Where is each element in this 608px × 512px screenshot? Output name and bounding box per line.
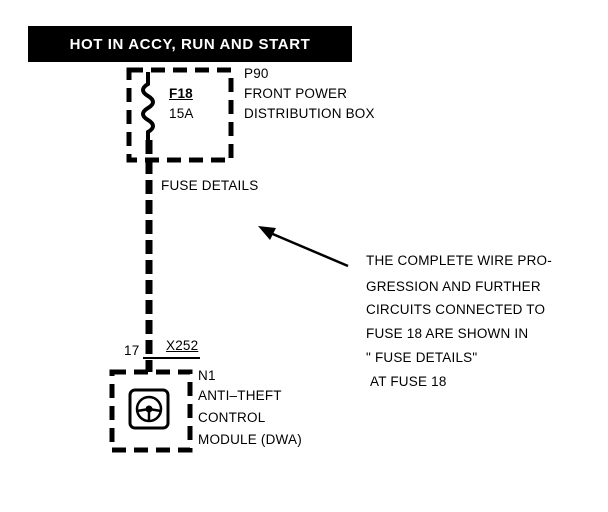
module-name-line2: CONTROL — [198, 410, 266, 425]
module-name-line1: ANTI–THEFT — [198, 388, 282, 403]
fuse-rating: 15A — [169, 106, 194, 121]
note-line: THE COMPLETE WIRE PRO- — [366, 253, 552, 268]
steering-wheel-icon — [128, 388, 170, 430]
module-outline — [109, 369, 193, 453]
power-state-banner: HOT IN ACCY, RUN AND START — [28, 26, 352, 62]
fuse-box-id: P90 — [244, 66, 269, 81]
module-name-line3: MODULE (DWA) — [198, 432, 302, 447]
fuse-box-name-line1: FRONT POWER — [244, 86, 348, 101]
note-line: GRESSION AND FURTHER — [366, 279, 541, 294]
note-line: CIRCUITS CONNECTED TO — [366, 302, 546, 317]
wire-label: FUSE DETAILS — [161, 178, 259, 193]
note-line: AT FUSE 18 — [370, 374, 447, 389]
note-line: " FUSE DETAILS" — [366, 350, 478, 365]
fuse-box-name-line2: DISTRIBUTION BOX — [244, 106, 375, 121]
module-id: N1 — [198, 368, 216, 383]
pointer-arrow — [258, 226, 349, 268]
note-line: FUSE 18 ARE SHOWN IN — [366, 326, 529, 341]
fuse-symbol — [141, 72, 155, 140]
connector-id: X252 — [166, 338, 199, 353]
connector-pin: 17 — [124, 343, 140, 358]
fuse-box-outline — [126, 67, 234, 163]
fuse-number: F18 — [169, 86, 193, 101]
